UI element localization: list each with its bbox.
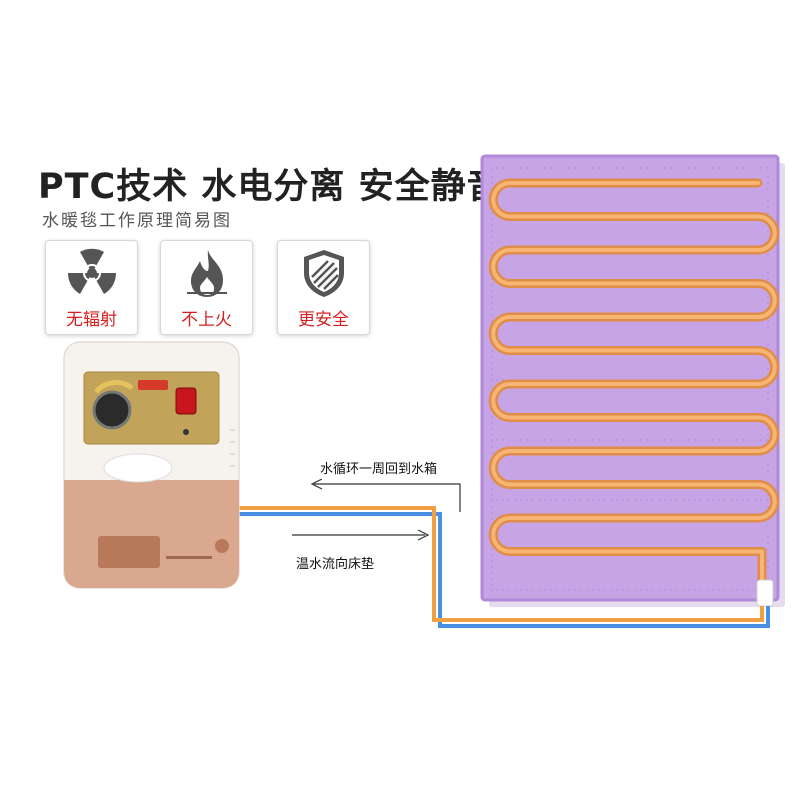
water-heater-device xyxy=(63,341,240,589)
shield-icon xyxy=(304,250,344,297)
return-flow-arrow xyxy=(310,478,461,512)
tank-window xyxy=(98,536,160,568)
drain-cap xyxy=(215,539,229,553)
supply-flow-caption: 温水流向床垫 xyxy=(296,557,375,572)
side-vents xyxy=(230,429,235,467)
indicator-light xyxy=(183,429,189,435)
return-flow-caption: 水循环一周回到水箱 xyxy=(320,462,438,477)
heating-mat xyxy=(480,154,780,602)
mat-connector xyxy=(756,579,774,607)
return-pipe xyxy=(232,512,770,628)
flame-icon xyxy=(187,250,227,297)
supply-flow-arrow xyxy=(292,529,430,541)
temperature-knob xyxy=(92,390,132,430)
power-switch xyxy=(175,387,197,415)
knob-scale xyxy=(94,380,134,394)
brand-badge xyxy=(103,453,173,483)
panel-logo xyxy=(138,380,168,390)
headline: PTC技术 水电分离 安全静音 xyxy=(38,167,503,207)
device-water-tank xyxy=(64,480,239,588)
feature-label: 无辐射 xyxy=(66,310,117,330)
feature-label: 更安全 xyxy=(298,310,349,330)
tank-level-line xyxy=(166,556,212,559)
heating-tube-core xyxy=(491,181,777,586)
feature-card-no-radiation: 无辐射 xyxy=(45,240,138,335)
supply-pipe xyxy=(232,506,764,622)
subtitle: 水暖毯工作原理简易图 xyxy=(42,211,232,231)
feature-card-safer: 更安全 xyxy=(277,240,370,335)
radiation-icon xyxy=(67,248,117,294)
feature-card-no-fire: 不上火 xyxy=(160,240,253,335)
feature-label: 不上火 xyxy=(181,310,232,330)
